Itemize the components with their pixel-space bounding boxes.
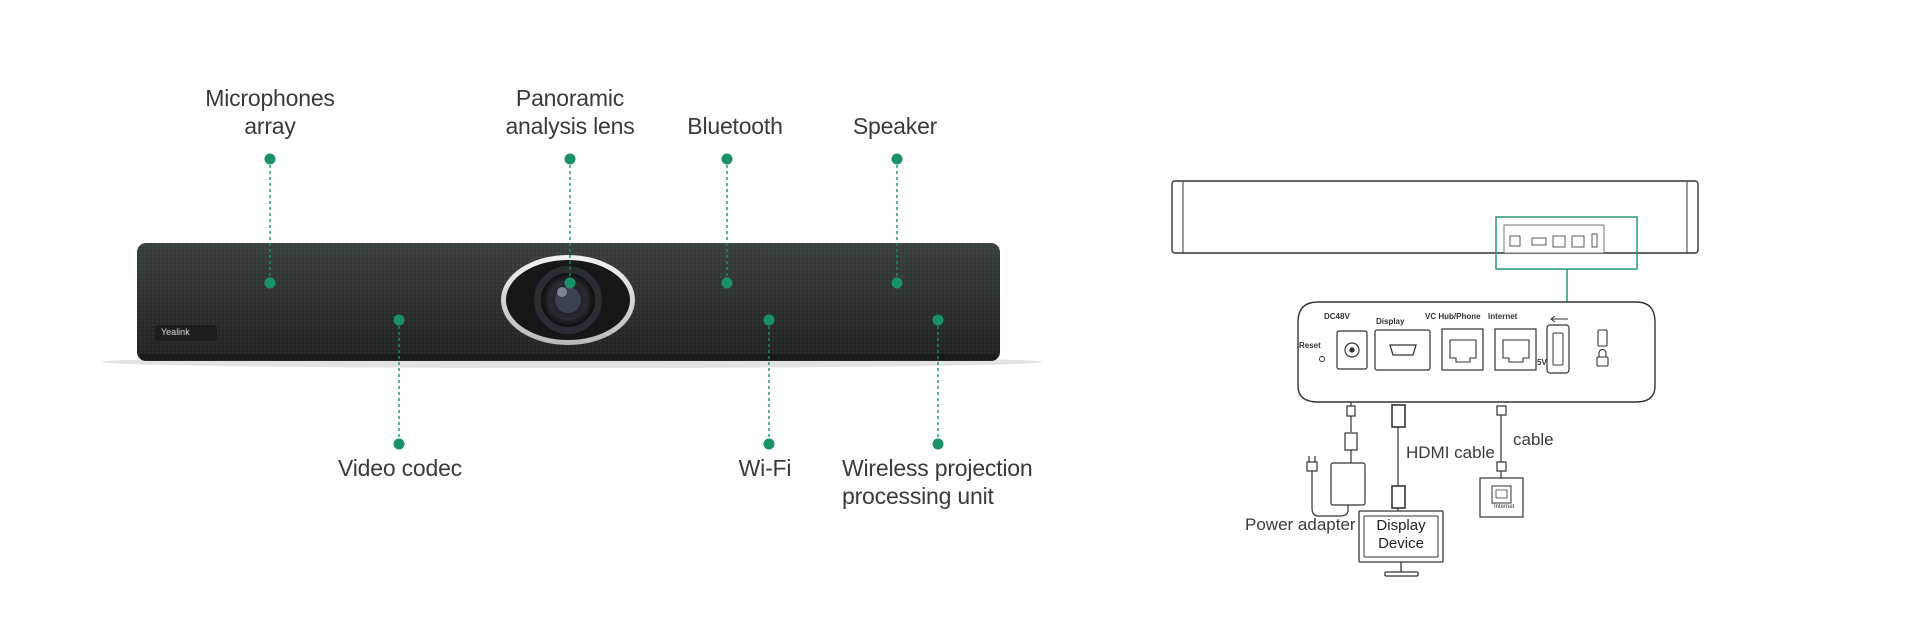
port-label-display: Display: [1376, 317, 1405, 326]
label-speaker: Speaker: [852, 113, 938, 139]
callout-dot-speaker: [891, 277, 903, 289]
callout-dot-wifi: [763, 314, 775, 326]
port-label-vc-hub: VC Hub/Phone: [1425, 312, 1481, 321]
callout-dot-panoramic-top: [564, 153, 576, 165]
network-cable: [1479, 405, 1524, 518]
camera-lens: [501, 255, 635, 345]
callout-dot-speaker-top: [891, 153, 903, 165]
label-display-device: Display Device: [1376, 517, 1426, 552]
video-bar-device: [102, 243, 1042, 368]
label-hdmi-cable: HDMI cable: [1406, 443, 1495, 462]
port-panel: [1297, 301, 1656, 403]
label-panoramic-lens: Panoramic analysis lens: [505, 85, 635, 139]
label-video-codec: Video codec: [338, 455, 462, 481]
hdmi-cable: [1391, 404, 1406, 515]
callout-dots: [264, 153, 944, 450]
port-label-internet: Internet: [1488, 312, 1518, 321]
wall-jack-label: Internet: [1494, 504, 1515, 510]
brand-logo-text: Yealink: [161, 327, 190, 337]
callout-lines: [269, 159, 939, 444]
label-wireless-projection: Wireless projection processing unit: [842, 455, 1033, 509]
display-device: [1358, 510, 1444, 577]
callout-dot-microphones: [264, 277, 276, 289]
callout-dot-wireless: [932, 314, 944, 326]
label-microphones-array: Microphones array: [205, 85, 335, 139]
port-label-usb-5v: 5V: [1537, 358, 1547, 367]
port-label-dc: DC48V: [1324, 312, 1350, 321]
callout-dot-bluetooth: [721, 277, 733, 289]
label-bluetooth: Bluetooth: [687, 113, 783, 139]
callout-dot-wifi-bottom: [763, 438, 775, 450]
device-rear-outline: [1171, 180, 1699, 254]
callout-dot-bluetooth-top: [721, 153, 733, 165]
port-label-reset: Reset: [1299, 341, 1321, 350]
power-adapter: [1306, 402, 1366, 517]
label-wifi: Wi-Fi: [738, 455, 792, 481]
callout-dot-microphones-top: [264, 153, 276, 165]
callout-dot-codec: [393, 314, 405, 326]
callout-dot-panoramic: [564, 277, 576, 289]
callout-dot-wireless-bottom: [932, 438, 944, 450]
callout-dot-codec-bottom: [393, 438, 405, 450]
label-network-cable: cable: [1513, 430, 1554, 449]
label-power-adapter: Power adapter: [1245, 515, 1356, 534]
